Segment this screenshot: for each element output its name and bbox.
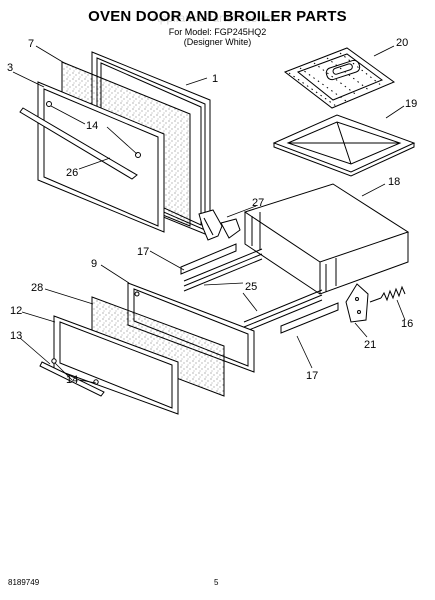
page-title: OVEN DOOR AND BROILER PARTS — [88, 8, 347, 25]
callout-18: 18 — [388, 176, 400, 188]
model-line: For Model: FGP245HQ2 — [168, 27, 267, 37]
callout-21: 21 — [364, 339, 376, 351]
callout-28: 28 — [31, 282, 43, 294]
page-number: 5 — [214, 578, 219, 587]
callout-14-upper: 14 — [86, 120, 98, 132]
hinge-part-27 — [198, 209, 241, 241]
callout-16: 16 — [401, 318, 413, 330]
callout-25: 25 — [245, 281, 257, 293]
slide-rails-part-25 — [183, 248, 323, 333]
callout-9: 9 — [91, 258, 97, 270]
bracket-part-21 — [345, 283, 369, 323]
broiler-drawer-part-18 — [243, 183, 410, 295]
spring-part-16 — [369, 285, 406, 303]
callout-12: 12 — [10, 305, 22, 317]
broiler-grid-part-20 — [283, 47, 396, 109]
callout-14-lower: 14 — [66, 374, 78, 386]
broiler-door-handle-part-13 — [39, 358, 105, 397]
callout-13: 13 — [10, 330, 22, 342]
document-number: 8189749 — [8, 578, 40, 587]
callout-7: 7 — [28, 38, 34, 50]
callout-20: 20 — [396, 37, 408, 49]
color-line: (Designer White) — [183, 37, 252, 47]
callout-17-upper: 17 — [137, 246, 149, 258]
callout-27: 27 — [252, 197, 264, 209]
door-handle-part-26 — [19, 101, 141, 180]
callout-3: 3 — [7, 62, 13, 74]
callout-1: 1 — [212, 73, 218, 85]
callout-19: 19 — [405, 98, 417, 110]
side-rail-part-17-lower — [280, 302, 339, 334]
broiler-pan-part-19 — [272, 114, 416, 177]
callout-26: 26 — [66, 167, 78, 179]
callout-17-lower: 17 — [306, 370, 318, 382]
broiler-door-outer-part-12 — [53, 315, 179, 415]
side-rail-part-17-upper — [180, 243, 237, 275]
